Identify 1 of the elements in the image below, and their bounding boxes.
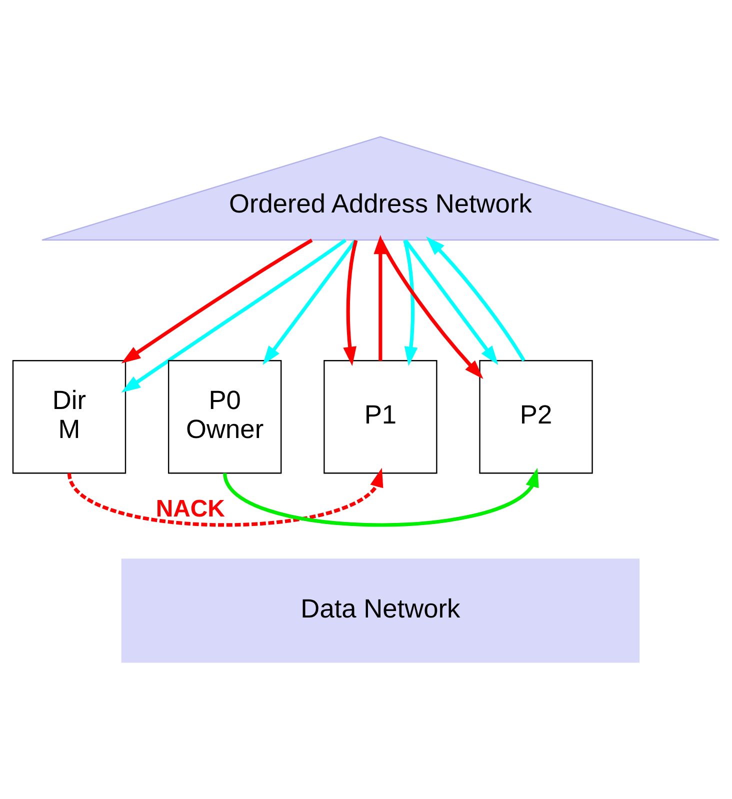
edge-label: NACK xyxy=(156,496,225,523)
